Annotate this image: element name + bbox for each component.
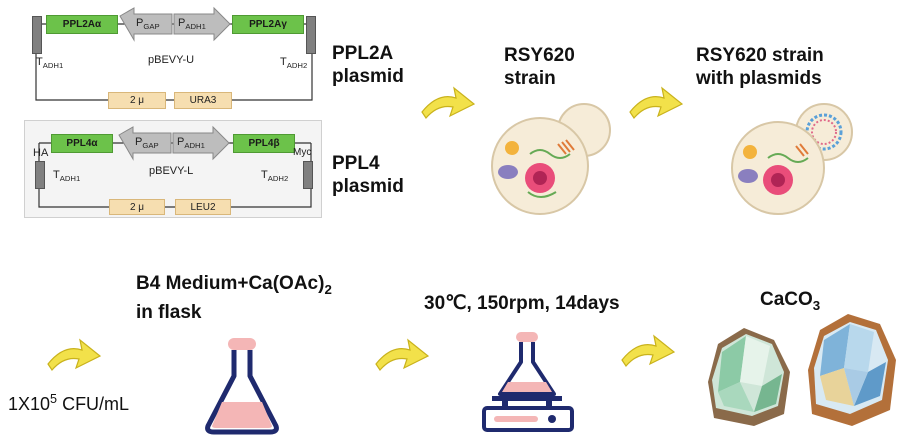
plasmid1-ori: 2 μ (108, 92, 166, 109)
crystal-left-icon (708, 328, 790, 426)
plasmid2-tag-right: Myc (293, 147, 312, 158)
plasmid2-ori: 2 μ (109, 199, 165, 215)
plasmid2-terminator-right: TADH2 (261, 169, 289, 184)
plasmid2-tag-left: HA (33, 147, 49, 159)
plasmid2-promoter-right: PADH1 (177, 136, 205, 151)
plasmid1-terminator-left-block (32, 16, 42, 54)
plasmid2-terminator-right-block (303, 161, 313, 189)
inoculum-label: 1X105 CFU/mL (8, 392, 130, 414)
plasmid2-map: PPL4α PPL4β PGAP PADH1 HA Myc TADH1 TADH… (24, 120, 322, 218)
plasmid2-promoter-left: PGAP (135, 136, 159, 151)
arrow-medium-to-culture (375, 338, 430, 371)
arrow-strain-to-transformed (629, 86, 684, 119)
medium-label: B4 Medium+Ca(OAc)2 in flask (136, 273, 332, 323)
yeast-cell-icon (491, 103, 611, 215)
plasmid1-marker: URA3 (174, 92, 232, 109)
plasmid2-terminator-left: TADH1 (53, 169, 81, 184)
plasmid1-backbone-name: pBEVY-U (148, 54, 195, 66)
plasmid1-terminator-right: TADH2 (280, 56, 308, 71)
transformed-yeast-cell-icon (731, 103, 853, 215)
shaker-flask-icon (482, 332, 574, 432)
plasmid1-gene-right: PPL2Aγ (232, 15, 304, 34)
plasmid2-terminator-left-block (35, 161, 45, 189)
plasmid1-terminator-right-block (306, 16, 316, 54)
plasmid1-promoter-right: PADH1 (178, 17, 206, 32)
plasmid2-backbone-name: pBEVY-L (149, 165, 194, 177)
arrow-culture-to-product (621, 334, 676, 367)
plasmid2-gene-left: PPL4α (51, 134, 113, 153)
product-label: CaCO3 (760, 289, 821, 313)
plasmid1-promoter-left: PGAP (136, 17, 160, 32)
plasmid1-map: PPL2Aα PPL2Aγ PGAP PADH1 TADH1 TADH2 pBE… (24, 4, 320, 110)
plasmid1-gene-left: PPL2Aα (46, 15, 118, 34)
culture-label: 30℃, 150rpm, 14days (424, 293, 620, 314)
plasmid1-terminator-left: TADH1 (36, 56, 64, 71)
plasmid2-gene-right: PPL4β (233, 134, 295, 153)
flask-icon (205, 338, 279, 435)
arrow-plasmid-to-strain (421, 86, 476, 119)
arrow-inoculum (47, 338, 102, 371)
crystal-right-icon (808, 314, 896, 426)
plasmid2-marker: LEU2 (175, 199, 231, 215)
plasmid2-backbone-lines (38, 125, 312, 208)
